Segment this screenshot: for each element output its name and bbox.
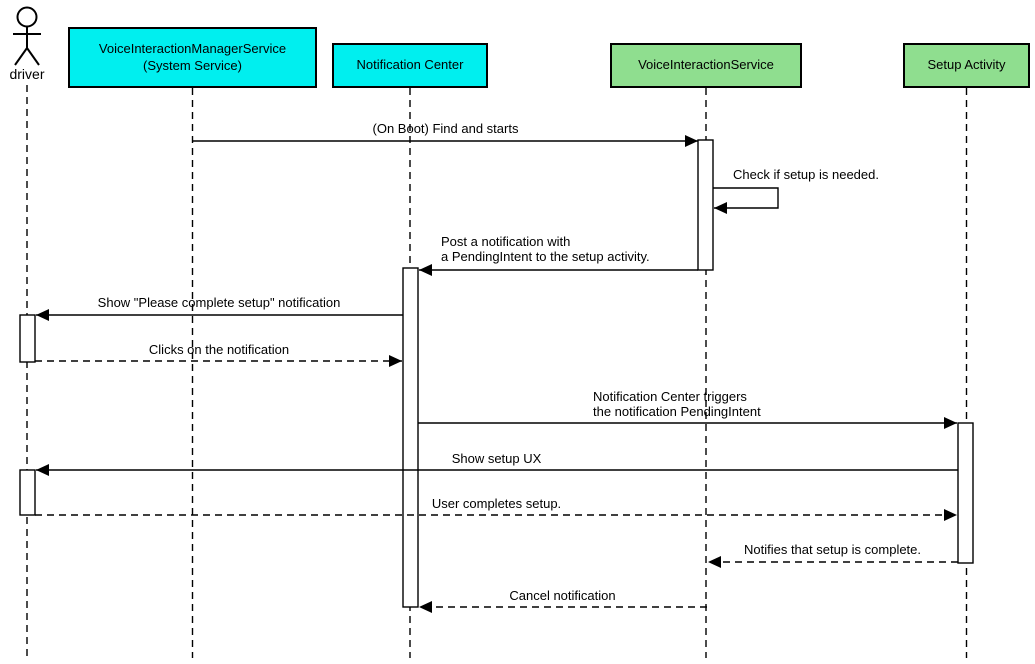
activation-bar-notification-center — [402, 267, 419, 608]
message-label-triggers-pending-intent: Notification Center triggers the notific… — [593, 389, 761, 419]
message-label-show-complete-setup-notification: Show "Please complete setup" notificatio… — [97, 295, 341, 310]
message-label-notifies-setup-complete: Notifies that setup is complete. — [743, 542, 922, 557]
participant-box-setup-activity: Setup Activity — [903, 43, 1030, 88]
activation-bar-setup-activity — [957, 422, 974, 564]
message-label-show-setup-ux: Show setup UX — [451, 451, 542, 466]
activation-bar-driver-2 — [19, 469, 36, 516]
participant-box-voice-interaction-manager-service: VoiceInteractionManagerService (System S… — [68, 27, 317, 88]
message-label-on-boot-find-and-starts: (On Boot) Find and starts — [372, 121, 519, 136]
message-label-clicks-on-notification: Clicks on the notification — [148, 342, 290, 357]
actor-driver-label: driver — [9, 66, 45, 82]
activation-bar-voice-interaction-service — [697, 139, 714, 271]
message-label-post-notification: Post a notification with a PendingIntent… — [441, 234, 650, 264]
message-label-user-completes-setup: User completes setup. — [431, 496, 562, 511]
message-arrow-check-if-setup-is-needed — [713, 187, 779, 214]
message-label-check-if-setup-is-needed: Check if setup is needed. — [733, 167, 879, 182]
actor-driver-icon — [13, 6, 41, 66]
participant-box-voice-interaction-service: VoiceInteractionService — [610, 43, 802, 88]
message-label-cancel-notification: Cancel notification — [509, 588, 616, 603]
participant-box-notification-center: Notification Center — [332, 43, 488, 88]
activation-bar-driver-1 — [19, 314, 36, 363]
